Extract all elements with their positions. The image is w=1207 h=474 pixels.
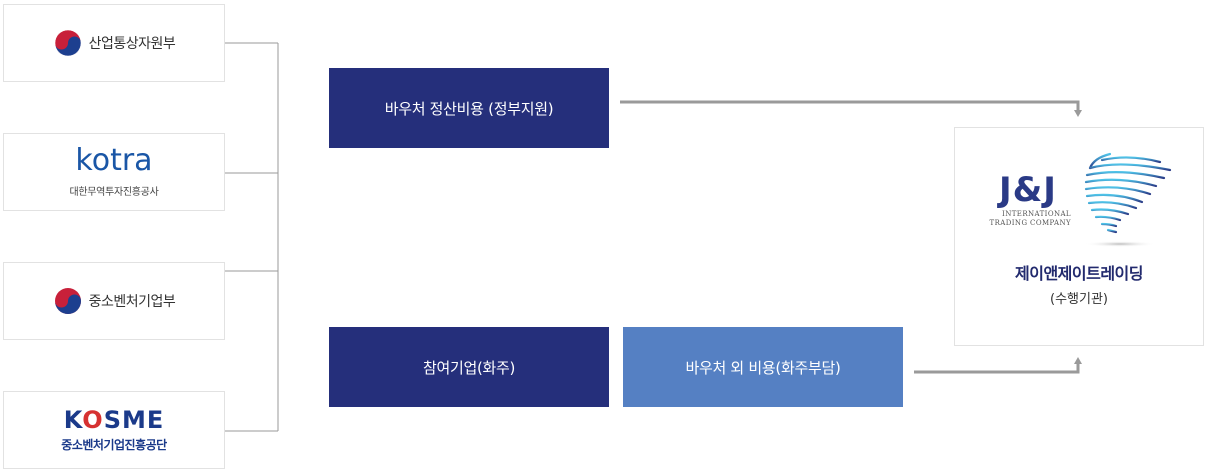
participant-box: 참여기업(화주) <box>329 327 609 407</box>
voucher-settlement-label: 바우처 정산비용 (정부지원) <box>384 99 554 118</box>
taegeuk-icon <box>54 29 81 57</box>
kotra-logo: kotra <box>75 142 153 178</box>
org-mss: 중소벤처기업부 <box>3 262 225 340</box>
arrow-to-executor-bottom <box>914 363 1080 374</box>
globe-stripes-icon <box>1084 152 1172 247</box>
taegeuk-icon <box>54 288 81 314</box>
voucher-extra-label: 바우처 외 비용(화주부담) <box>685 358 841 377</box>
org-name: 산업통상자원부 <box>88 36 176 52</box>
executor-box: J&J INTERNATIONAL TRADING COMPANY <box>954 127 1204 346</box>
kosme-logo-text: KOSME <box>63 405 165 434</box>
org-kotra: kotra 대한무역투자진흥공사 <box>3 133 225 211</box>
executor-role: (수행기관) <box>1050 292 1108 307</box>
participant-label: 참여기업(화주) <box>422 358 516 377</box>
kosme-logo: KOSME <box>64 408 165 432</box>
executor-name: 제이앤제이트레이딩 <box>1015 264 1143 283</box>
arrow-to-executor-top <box>620 100 1080 111</box>
org-name: 중소벤처기업진흥공단 <box>61 437 167 452</box>
jj-logo-subtext: INTERNATIONAL TRADING COMPANY <box>989 210 1071 227</box>
org-name: 대한무역투자진흥공사 <box>69 186 159 198</box>
voucher-extra-box: 바우처 외 비용(화주부담) <box>623 327 903 407</box>
org-name: 중소벤처기업부 <box>88 294 176 310</box>
org-motie: 산업통상자원부 <box>3 4 225 82</box>
jj-logo-text: J&J <box>999 170 1057 210</box>
voucher-settlement-box: 바우처 정산비용 (정부지원) <box>329 68 609 148</box>
org-kosme: KOSME 중소벤처기업진흥공단 <box>3 391 225 469</box>
